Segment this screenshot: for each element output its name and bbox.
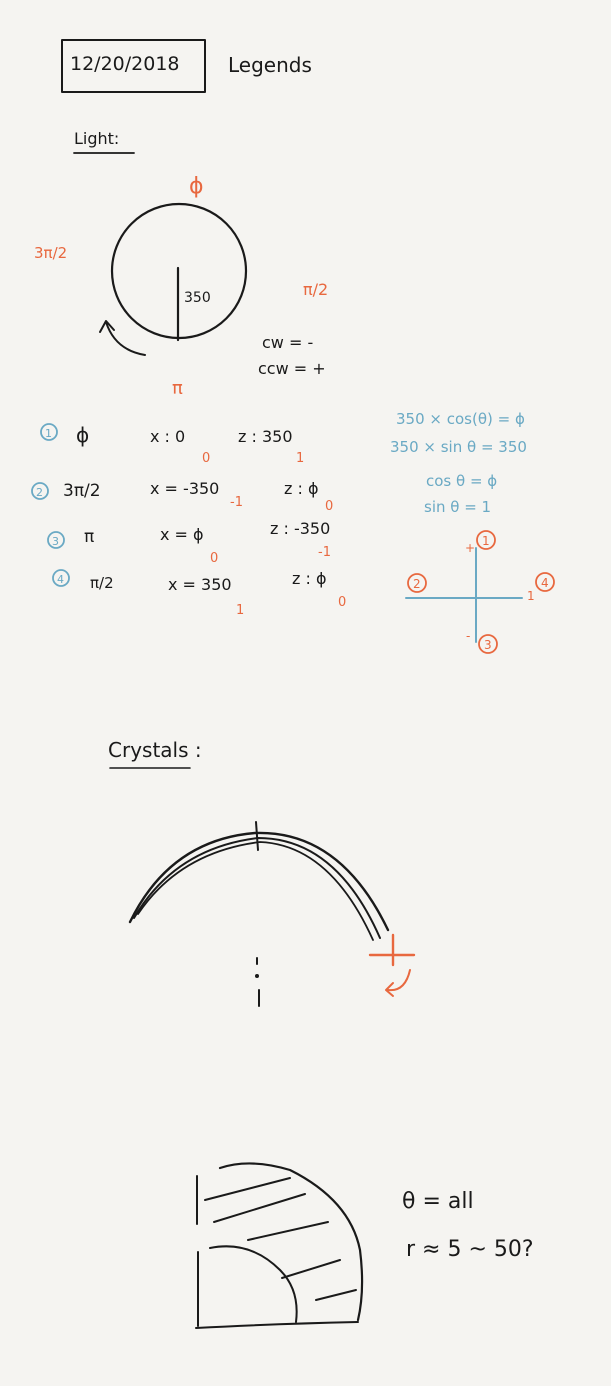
date-text: 12/20/2018 — [70, 53, 180, 75]
formula-sin: 350 × sin θ = 350 — [390, 438, 527, 456]
axis-label-right: 4 — [541, 576, 549, 590]
direction-ccw: ccw = + — [258, 359, 326, 378]
angle-right: π/2 — [303, 280, 328, 299]
page-title: Legends — [228, 53, 312, 77]
crystal-axis-dot — [255, 974, 259, 978]
formula-cos: 350 × cos(θ) = ϕ — [396, 410, 525, 428]
axis-badge-left — [407, 573, 427, 593]
row-angle: π/2 — [90, 574, 114, 592]
angle-bottom: π — [172, 378, 183, 399]
row-x: x = -350 — [150, 479, 219, 498]
row-z-mark: 0 — [325, 499, 333, 514]
row-z: z : ϕ — [284, 479, 319, 498]
row-number-badge — [31, 482, 49, 500]
axis-badge-right — [535, 572, 555, 592]
coord-row-1: 1 ϕ x : 0 z : 350 0 1 — [40, 423, 304, 466]
direction-cw: cw = - — [262, 333, 313, 352]
radius-label: 350 — [184, 290, 211, 306]
axis-sign-bottom: - — [466, 629, 470, 643]
row-x: x = 350 — [168, 575, 232, 594]
row-z: z : ϕ — [292, 569, 327, 588]
axis-label-bottom: 3 — [484, 638, 492, 652]
row-number: 3 — [52, 535, 59, 548]
axis-label-top: 1 — [482, 534, 490, 548]
radius-note: r ≈ 5 ~ 50? — [406, 1237, 534, 1262]
row-z: z : 350 — [238, 427, 293, 446]
axis-sign-right: 1 — [527, 589, 535, 603]
axis-badge-top — [476, 530, 496, 550]
row-number: 4 — [57, 573, 64, 586]
ccw-arrow — [105, 321, 146, 356]
formula-cos-result: cos θ = ϕ — [426, 472, 497, 490]
row-number-badge — [52, 569, 70, 587]
light-heading: Light: — [74, 129, 119, 148]
angle-top: ϕ — [189, 174, 204, 199]
coord-row-2: 2 3π/2 x = -350 z : ϕ -1 0 — [31, 479, 333, 514]
ccw-arrowhead — [99, 320, 115, 333]
row-number-badge — [47, 531, 65, 549]
theta-note: θ = all — [402, 1189, 474, 1214]
row-x-mark: 0 — [210, 551, 218, 566]
formula-sin-result: sin θ = 1 — [424, 498, 491, 516]
row-z-mark: 0 — [338, 595, 346, 610]
row-x-mark: -1 — [230, 495, 243, 510]
row-number-badge — [40, 423, 58, 441]
axis-label-left: 2 — [413, 577, 421, 591]
row-x-mark: 1 — [236, 603, 244, 618]
row-number: 2 — [36, 486, 43, 499]
axis-badge-bottom — [478, 634, 498, 654]
angle-left: 3π/2 — [34, 244, 67, 262]
date-box — [61, 39, 206, 93]
axis-sign-top: + — [465, 541, 475, 555]
crystal-marker — [368, 933, 416, 997]
row-number: 1 — [45, 427, 52, 440]
crystals-heading: Crystals : — [108, 738, 202, 762]
row-x: x = ϕ — [160, 525, 204, 544]
quadrant-axes: 1 + 2 4 1 3 - — [405, 530, 555, 654]
row-angle: 3π/2 — [63, 481, 101, 501]
row-angle: π — [84, 527, 94, 547]
row-x-mark: 0 — [202, 451, 210, 466]
row-z-mark: -1 — [318, 545, 331, 560]
crystal-arc — [128, 821, 390, 941]
coord-row-3: 3 π x = ϕ z : -350 0 -1 — [47, 519, 331, 566]
coord-row-4: 4 π/2 x = 350 z : ϕ 1 0 — [52, 569, 346, 618]
row-z: z : -350 — [270, 519, 330, 538]
row-angle: ϕ — [76, 423, 89, 447]
shaded-region-sketch — [195, 1162, 364, 1329]
row-z-mark: 1 — [296, 451, 304, 466]
row-x: x : 0 — [150, 427, 185, 446]
